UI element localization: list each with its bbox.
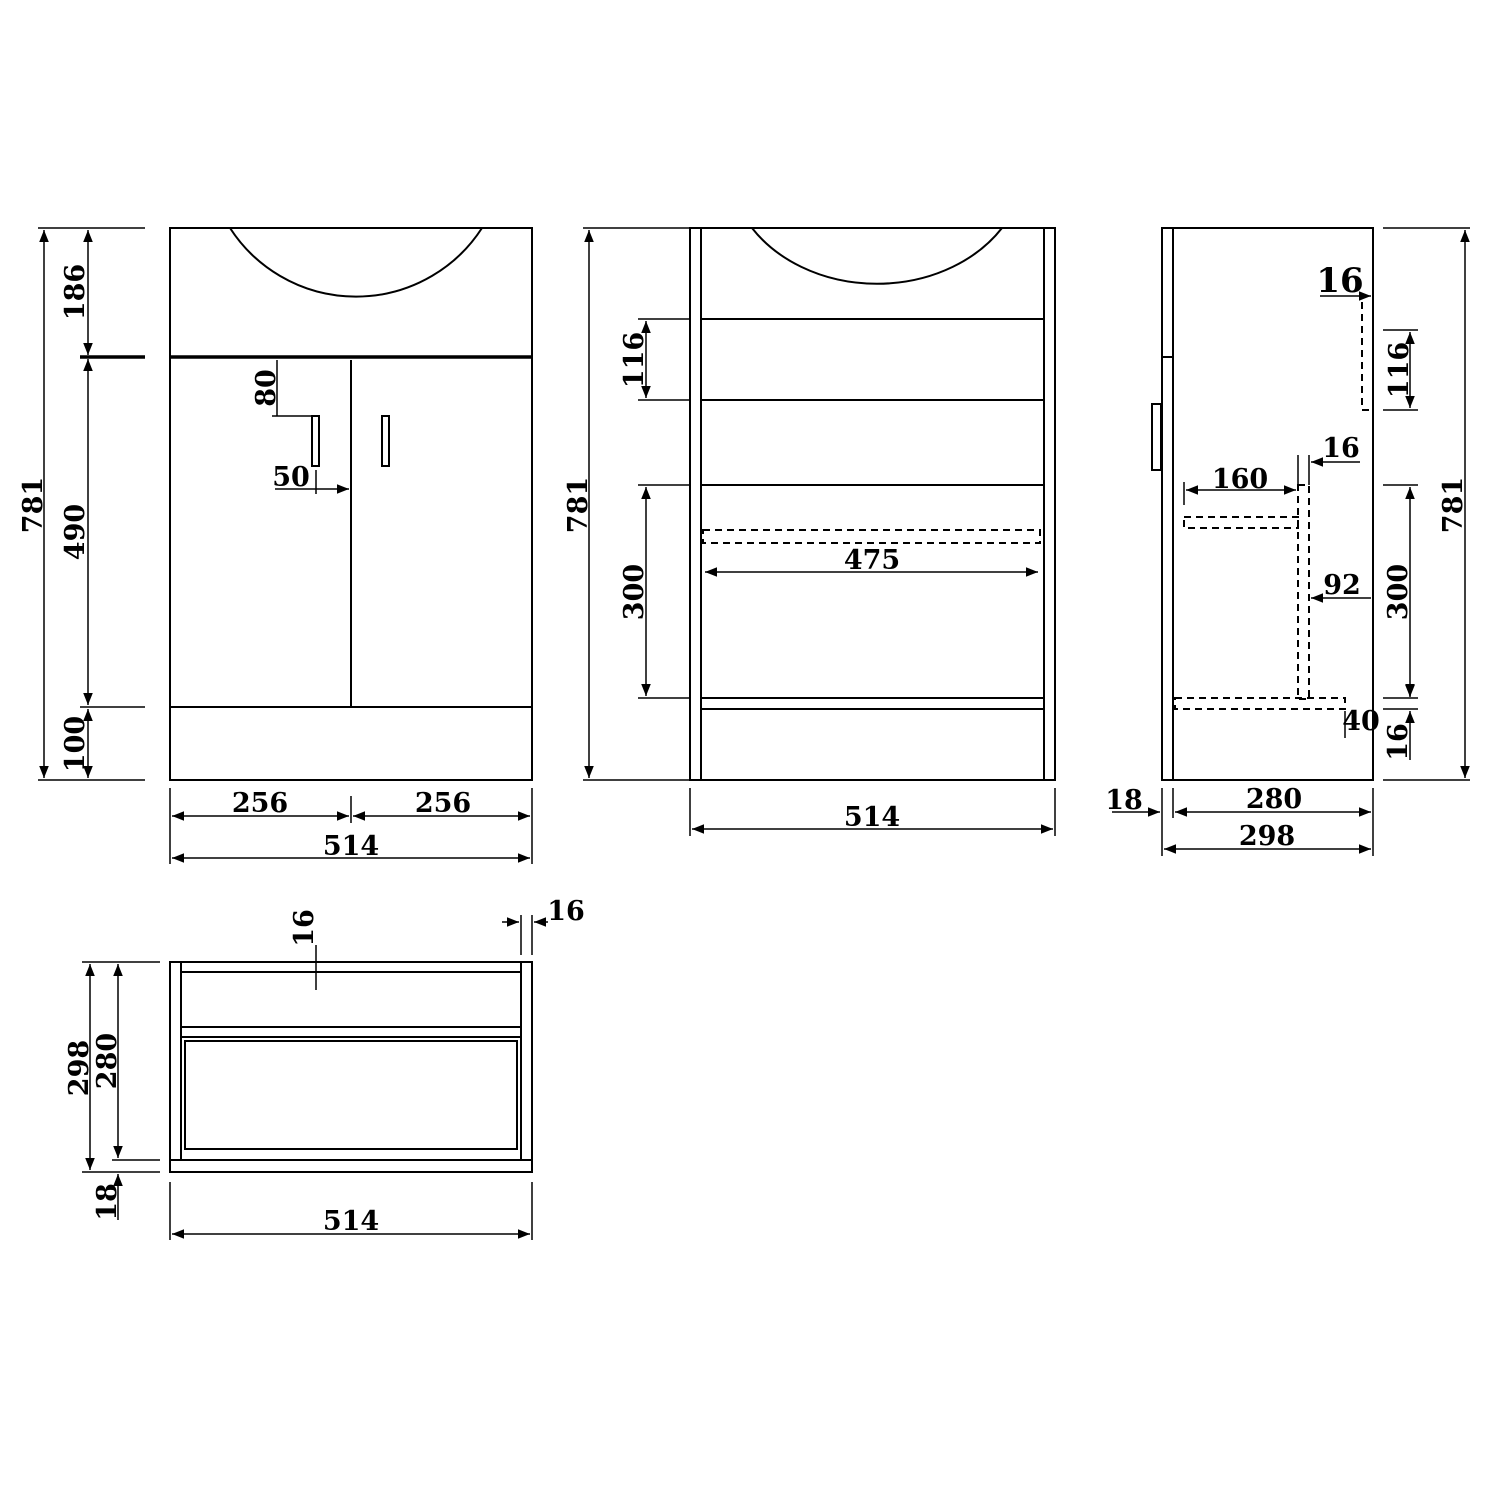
right-door-handle bbox=[381, 415, 390, 467]
side-base-thickness-label: 16 bbox=[1383, 723, 1414, 761]
plan-depth-carcass-label: 280 bbox=[92, 1033, 123, 1089]
side-rail-height-label: 116 bbox=[1384, 342, 1415, 398]
left-door-handle bbox=[311, 415, 320, 467]
side-outline bbox=[1161, 227, 1374, 781]
front-cabinet-outline bbox=[169, 227, 533, 781]
side-opening-height-label: 300 bbox=[1383, 564, 1414, 620]
section-shelf-width-label: 475 bbox=[844, 545, 900, 576]
side-shelf-hidden bbox=[1183, 516, 1299, 529]
plan-door-thickness-label: 18 bbox=[92, 1183, 123, 1221]
plan-base-panel bbox=[184, 1040, 518, 1150]
section-view: 781 116 300 475 514 bbox=[563, 227, 1056, 836]
section-rail-height-label: 116 bbox=[619, 332, 650, 388]
plan-panel-thickness-label: 16 bbox=[289, 909, 320, 947]
plan-depth-total-label: 298 bbox=[64, 1040, 95, 1096]
side-shelf-depth-label: 160 bbox=[1212, 464, 1268, 495]
side-base-hidden bbox=[1174, 697, 1346, 710]
section-basin-curve bbox=[751, 227, 1003, 285]
plan-side-thickness-label: 16 bbox=[547, 896, 585, 927]
section-shelf-hidden bbox=[702, 529, 1041, 544]
front-height-total-label: 781 bbox=[18, 477, 49, 533]
side-shelf-thickness-label: 16 bbox=[1322, 433, 1360, 464]
handle-offset-label: 50 bbox=[272, 462, 310, 493]
side-handle bbox=[1151, 403, 1162, 471]
front-basin-curve bbox=[229, 227, 483, 298]
side-top-thickness-label: 16 bbox=[1316, 261, 1363, 301]
handle-drop-label: 80 bbox=[251, 369, 282, 407]
door-width-right-label: 256 bbox=[415, 788, 471, 819]
side-carcass-depth-label: 280 bbox=[1246, 784, 1302, 815]
side-view: 16 116 16 160 92 40 300 16 bbox=[1105, 227, 1470, 856]
side-rail-hidden bbox=[1361, 302, 1373, 411]
front-height-doors-label: 490 bbox=[60, 504, 91, 560]
plan-outline bbox=[169, 961, 533, 1173]
side-base-offset-label: 40 bbox=[1342, 706, 1380, 737]
front-height-plinth-label: 100 bbox=[60, 716, 91, 772]
side-door-thickness-label: 18 bbox=[1105, 785, 1143, 816]
section-outline bbox=[689, 227, 1056, 781]
front-view: 781 186 490 100 80 50 256 256 514 bbox=[18, 227, 533, 864]
section-height-total-label: 781 bbox=[563, 477, 594, 533]
side-height-total-label: 781 bbox=[1438, 477, 1469, 533]
front-width-total-label: 514 bbox=[323, 831, 379, 862]
front-height-top-label: 186 bbox=[60, 264, 91, 320]
section-opening-height-label: 300 bbox=[619, 564, 650, 620]
section-width-total-label: 514 bbox=[844, 802, 900, 833]
side-depth-total-label: 298 bbox=[1239, 821, 1295, 852]
plan-width-total-label: 514 bbox=[323, 1206, 379, 1237]
door-width-left-label: 256 bbox=[232, 788, 288, 819]
plan-view: 16 16 298 280 18 514 bbox=[64, 896, 585, 1240]
side-support-hidden bbox=[1297, 484, 1310, 700]
side-support-offset-label: 92 bbox=[1323, 570, 1361, 601]
